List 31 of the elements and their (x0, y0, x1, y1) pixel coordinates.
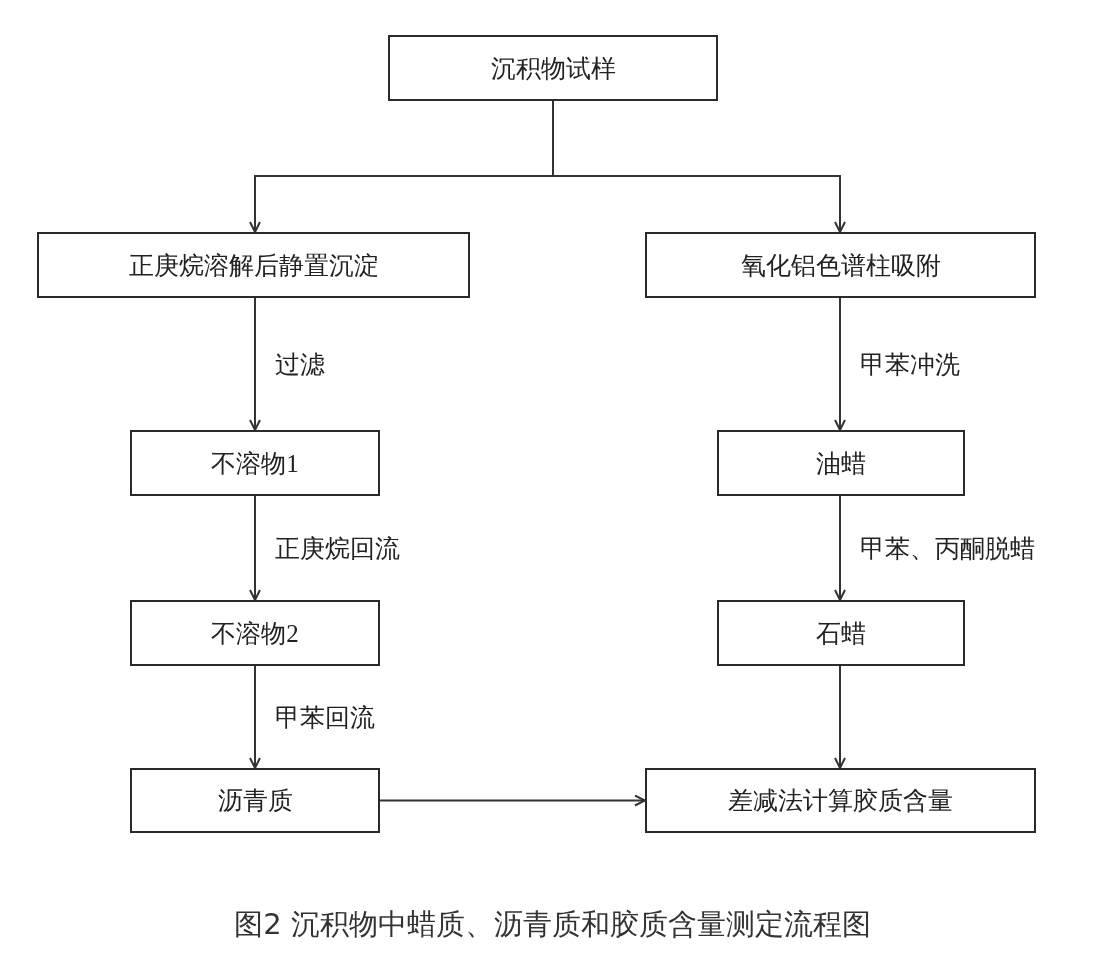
box-label: 油蜡 (816, 448, 866, 479)
arrow (834, 297, 846, 431)
process-box (130, 430, 380, 496)
edge-label: 甲苯回流 (275, 703, 375, 733)
arrow (249, 495, 261, 601)
box-label: 沥青质 (217, 786, 293, 816)
process-box (645, 232, 1036, 298)
edge-label: 甲苯、丙酮脱蜡 (860, 534, 1035, 564)
box-label: 正庚烷溶解后静置沉淀 (128, 250, 379, 281)
process-box (645, 768, 1036, 833)
arrow (834, 665, 846, 769)
process-box (717, 430, 965, 496)
edge-label: 甲苯冲洗 (860, 350, 960, 380)
process-box (130, 768, 380, 833)
caption: 图2 沉积物中蜡质、沥青质和胶质含量测定流程图 (234, 907, 871, 941)
arrow (834, 495, 846, 601)
box-label: 不溶物2 (211, 618, 299, 649)
process-box (388, 35, 718, 101)
edge-label: 正庚烷回流 (275, 534, 400, 564)
edge-label: 过滤 (275, 350, 325, 380)
box-label: 差减法计算胶质含量 (728, 786, 953, 816)
process-box (717, 600, 965, 666)
arrow (249, 665, 261, 769)
process-box (130, 600, 380, 666)
arrow (249, 297, 261, 431)
process-box (37, 232, 470, 298)
box-label: 石蜡 (816, 618, 866, 649)
box-label: 氧化铝色谱柱吸附 (740, 250, 941, 281)
box-label: 沉积物试样 (490, 53, 616, 84)
box-label: 不溶物1 (211, 448, 299, 479)
arrow (379, 794, 646, 807)
